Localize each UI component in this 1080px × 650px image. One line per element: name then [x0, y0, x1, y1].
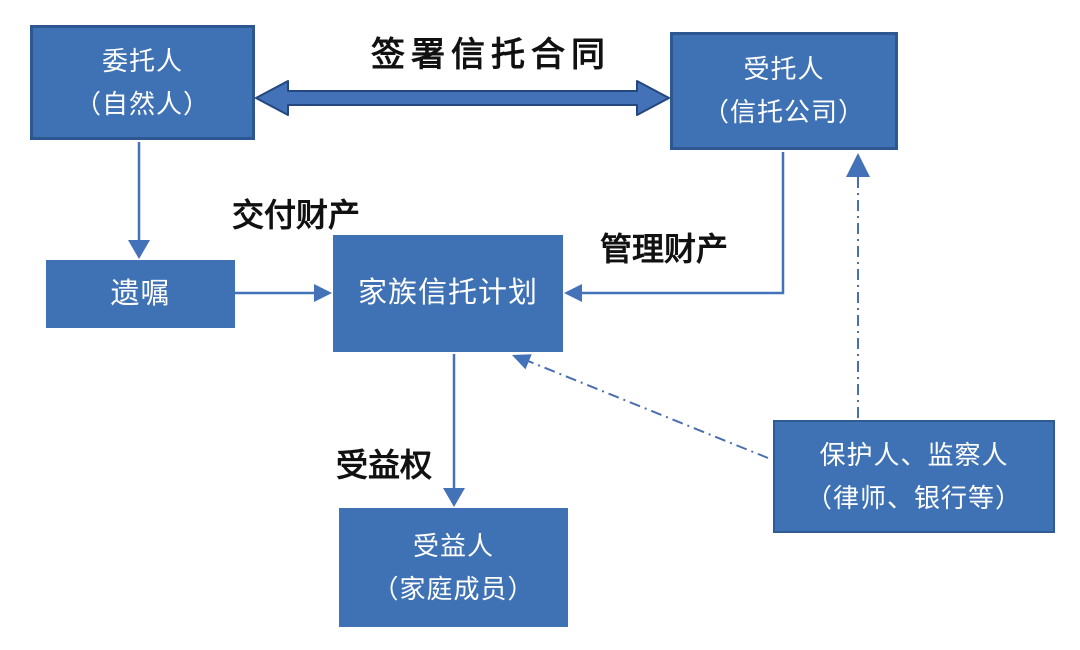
node-will-line1: 遗嘱 — [110, 277, 171, 310]
arrowhead-trust-to-beneficiary — [443, 488, 465, 507]
node-beneficiary: 受益人 （家庭成员） — [339, 508, 568, 627]
node-settlor-line1: 委托人 — [101, 45, 183, 76]
edge-label-benefit-right: 受益权 — [335, 447, 433, 483]
edge-label-sign-contract: 签署信托合同 — [371, 36, 611, 74]
arrowhead-settlor-to-will — [128, 240, 150, 259]
arrowhead-trustee-to-trust — [564, 284, 582, 302]
node-settlor-line2: （自然人） — [74, 88, 210, 119]
node-will: 遗嘱 — [46, 260, 235, 328]
node-protector: 保护人、监察人 （律师、银行等） — [773, 420, 1055, 533]
edge-label-manage-property: 管理财产 — [599, 231, 729, 267]
arrowhead-protector-to-trust — [512, 354, 532, 370]
double-arrow-sign-contract — [255, 80, 670, 116]
node-trust-plan: 家族信托计划 — [333, 235, 563, 352]
arrowhead-protector-to-trustee — [846, 153, 870, 177]
node-trustee: 受托人 （信托公司） — [670, 32, 898, 150]
node-trustee-line2: （信托公司） — [702, 97, 865, 127]
node-beneficiary-line2: （家庭成员） — [372, 573, 535, 604]
node-trustee-line1: 受托人 — [743, 54, 825, 84]
node-beneficiary-line1: 受益人 — [412, 530, 494, 561]
node-settlor: 委托人 （自然人） — [30, 25, 255, 140]
arrow-trustee-to-trust — [580, 152, 785, 295]
arrowhead-will-to-trust — [314, 284, 332, 302]
edge-label-deliver-property: 交付财产 — [231, 197, 361, 233]
dashed-arrow-protector-to-trust — [527, 360, 769, 459]
node-protector-line2: （律师、银行等） — [805, 482, 1022, 513]
node-trust-plan-line1: 家族信托计划 — [357, 277, 538, 309]
node-protector-line1: 保护人、监察人 — [819, 439, 1009, 470]
